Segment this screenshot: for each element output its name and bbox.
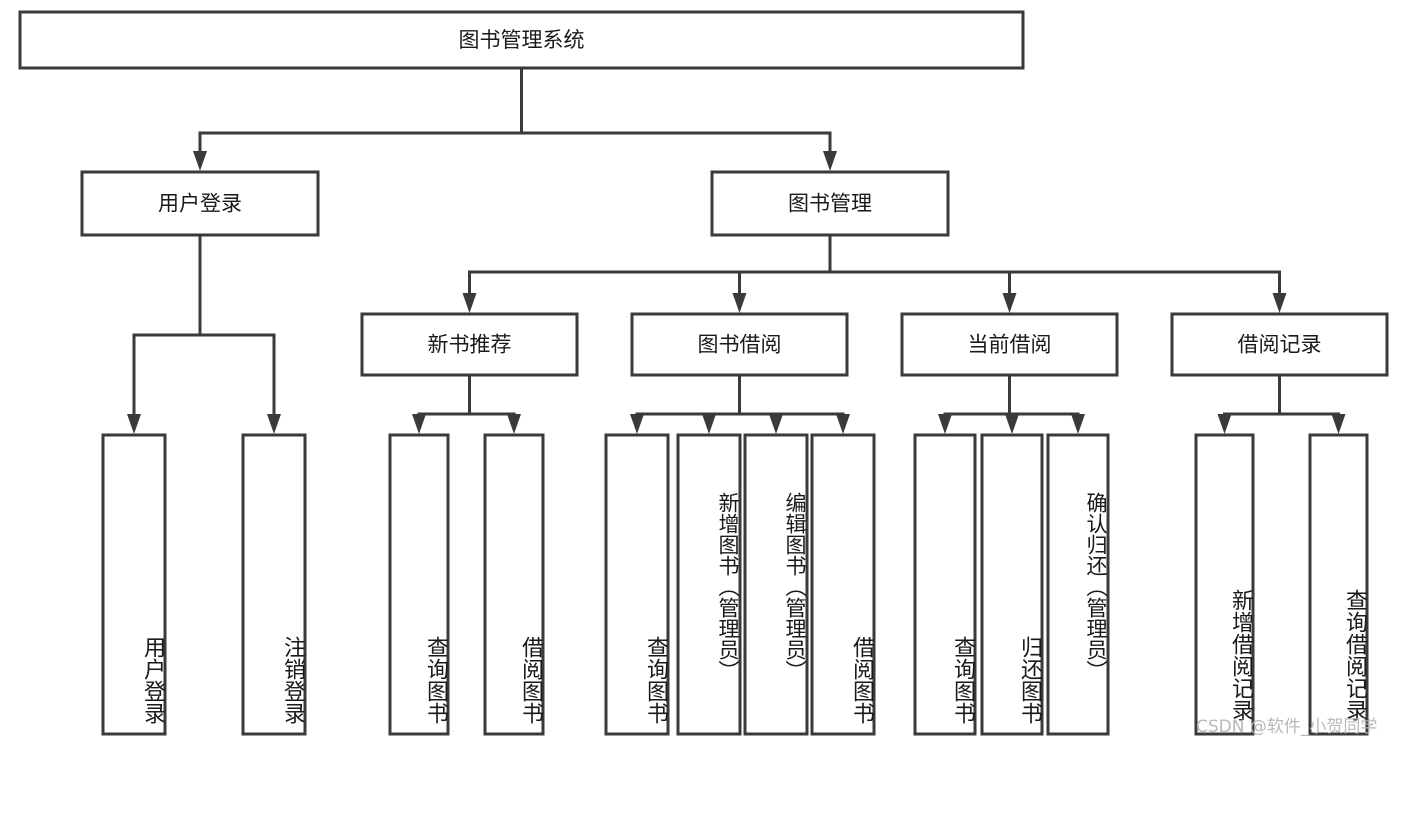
node-box-layer — [18, 10, 1389, 736]
arrow-head-icon — [412, 414, 426, 434]
leaf-leaf-logout-login-box[interactable] — [241, 433, 307, 736]
node-current-borrow-box[interactable] — [900, 312, 1119, 377]
leaf-leaf-borrow-book-box[interactable] — [810, 433, 876, 736]
arrow-head-icon — [267, 414, 281, 434]
node-current-borrow-label: 当前借阅 — [968, 333, 1052, 357]
arrow-head-icon — [630, 414, 644, 434]
leaf-leaf-add-book-admin-box[interactable] — [676, 433, 742, 736]
arrow-head-icon — [1331, 414, 1346, 434]
arrow-head-icon — [1071, 414, 1085, 434]
node-new-book-recommend-label: 新书推荐 — [428, 333, 512, 357]
leaf-leaf-user-login-box[interactable] — [101, 433, 167, 736]
arrow-head-icon — [507, 414, 521, 434]
arrow-head-icon — [732, 293, 747, 313]
node-book-management-box[interactable] — [710, 170, 950, 237]
leaf-leaf-add-borrow-record-box[interactable] — [1194, 433, 1255, 736]
arrow-head-icon — [1002, 293, 1017, 313]
node-user-login-label: 用户登录 — [158, 192, 242, 216]
arrow-head-icon — [836, 414, 850, 434]
root-node-box[interactable] — [18, 10, 1025, 70]
arrow-head-icon — [1272, 293, 1287, 313]
arrow-head-icon — [1217, 414, 1232, 434]
leaf-leaf-borrow-book-recommend-box[interactable] — [483, 433, 545, 736]
arrow-head-icon — [769, 414, 783, 434]
leaf-leaf-query-book-current-box[interactable] — [913, 433, 977, 736]
csdn-watermark: CSDN @软件_小贺同学 — [1196, 717, 1378, 737]
arrow-head-icon — [702, 414, 716, 434]
leaf-leaf-return-book-box[interactable] — [980, 433, 1044, 736]
node-new-book-recommend-box[interactable] — [360, 312, 579, 377]
arrow-head-icon — [823, 151, 837, 171]
leaf-leaf-confirm-return-admin-box[interactable] — [1046, 433, 1110, 736]
arrow-head-icon — [1005, 414, 1019, 434]
arrow-head-icon — [462, 293, 477, 313]
node-book-management-label: 图书管理 — [788, 192, 872, 216]
arrow-head-icon — [127, 414, 141, 434]
node-user-login-box[interactable] — [80, 170, 320, 237]
root-node-label: 图书管理系统 — [459, 28, 585, 52]
arrow-head-icon — [938, 414, 952, 434]
leaf-leaf-query-book-borrow-box[interactable] — [604, 433, 670, 736]
leaf-leaf-edit-book-admin-box[interactable] — [743, 433, 809, 736]
leaf-leaf-query-borrow-record-box[interactable] — [1308, 433, 1369, 736]
node-borrow-record-label: 借阅记录 — [1238, 333, 1322, 357]
node-book-borrow-box[interactable] — [630, 312, 849, 377]
leaf-leaf-query-book-recommend-box[interactable] — [388, 433, 450, 736]
arrow-head-icon — [193, 151, 207, 171]
diagram-canvas-root: 图书管理系统用户登录图书管理新书推荐图书借阅当前借阅借阅记录 用户登录注销登录查… — [18, 10, 1389, 737]
node-book-borrow-label: 图书借阅 — [698, 333, 782, 357]
connector-layer — [127, 66, 1346, 434]
node-borrow-record-box[interactable] — [1170, 312, 1389, 377]
